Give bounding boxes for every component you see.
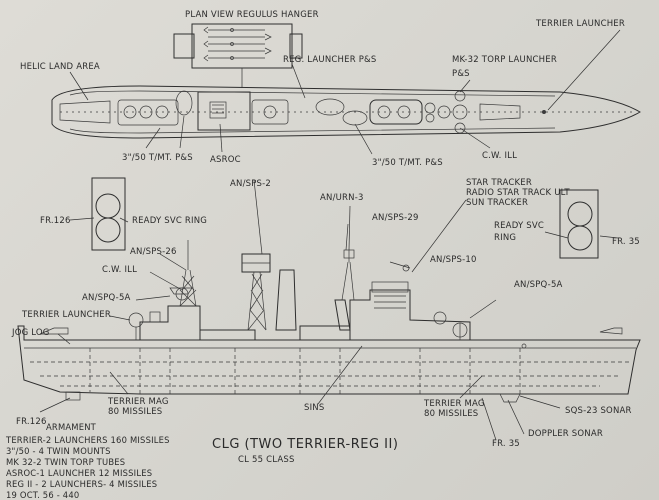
armament-heading: ARMAMENT bbox=[46, 422, 97, 432]
label-terrier-launcher-side: TERRIER LAUNCHER bbox=[21, 310, 111, 320]
label-asroc: ASROC bbox=[210, 155, 241, 165]
hull-profile-view bbox=[17, 179, 641, 441]
label-doppler-sonar: DOPPLER SONAR bbox=[528, 429, 603, 439]
label-star-tracker-1: STAR TRACKER bbox=[466, 178, 532, 188]
drawing-title: CLG (TWO TERRIER-REG II) bbox=[212, 437, 398, 452]
drawing-date: 19 OCT. 56 - 440 bbox=[6, 490, 79, 500]
label-an-spq5a-left: AN/SPQ-5A bbox=[82, 293, 131, 303]
label-an-spq5a-right: AN/SPQ-5A bbox=[514, 280, 563, 290]
label-cw-ill-top: C.W. ILL bbox=[482, 151, 517, 161]
plan-view-title: PLAN VIEW REGULUS HANGER bbox=[185, 10, 319, 20]
label-terrier-mag-right-2: 80 MISSILES bbox=[424, 409, 478, 419]
label-cw-ill-side: C.W. ILL bbox=[102, 265, 137, 275]
label-gun-fwd: 3"/50 T/MT. P&S bbox=[122, 153, 193, 163]
label-mk32-line2: P&S bbox=[452, 69, 470, 79]
label-ready-svc-left: READY SVC RING bbox=[132, 216, 207, 226]
label-star-tracker-3: SUN TRACKER bbox=[466, 198, 528, 208]
hull-plan-view bbox=[51, 29, 641, 155]
label-ready-svc-right-1: READY SVC bbox=[494, 221, 544, 231]
label-mk32-line1: MK-32 TORP LAUNCHER bbox=[452, 55, 557, 65]
ready-svc-ring-left bbox=[69, 177, 129, 251]
label-reg-launcher: REG. LAUNCHER P&S bbox=[283, 55, 376, 65]
label-ready-svc-right-2: RING bbox=[494, 233, 516, 243]
armament-line-4: ASROC-1 LAUNCHER 12 MISSILES bbox=[6, 468, 152, 478]
label-fr35-right: FR. 35 bbox=[612, 237, 640, 247]
label-an-sps26: AN/SPS-26 bbox=[130, 247, 177, 257]
drawing-subtitle: CL 55 CLASS bbox=[238, 455, 295, 465]
ready-svc-ring-right bbox=[544, 189, 619, 259]
label-an-sps10: AN/SPS-10 bbox=[430, 255, 477, 265]
label-terrier-mag-right-1: TERRIER MAG bbox=[423, 399, 485, 409]
armament-line-1: TERRIER-2 LAUNCHERS 160 MISSILES bbox=[5, 435, 170, 445]
label-fr126-bottom: FR.126 bbox=[16, 417, 47, 427]
label-terrier-mag-left-2: 80 MISSILES bbox=[108, 407, 162, 417]
label-sqs23-sonar: SQS-23 SONAR bbox=[565, 406, 632, 416]
label-an-sps29: AN/SPS-29 bbox=[372, 213, 419, 223]
armament-block: ARMAMENT TERRIER-2 LAUNCHERS 160 MISSILE… bbox=[5, 422, 170, 500]
label-sins: SINS bbox=[304, 403, 324, 413]
label-fr35-bottom: FR. 35 bbox=[492, 439, 520, 449]
armament-line-3: MK 32-2 TWIN TORP TUBES bbox=[6, 457, 125, 467]
regulus-hangar-plan: PLAN VIEW REGULUS HANGER bbox=[173, 10, 319, 88]
label-helic-land-area: HELIC LAND AREA bbox=[20, 62, 100, 72]
label-jog-log: JOG LOG bbox=[11, 328, 50, 338]
armament-line-2: 3"/50 - 4 TWIN MOUNTS bbox=[6, 446, 111, 456]
armament-line-5: REG II - 2 LAUNCHERS- 4 MISSILES bbox=[6, 479, 157, 489]
label-terrier-launcher-top: TERRIER LAUNCHER bbox=[535, 19, 625, 29]
label-terrier-mag-left-1: TERRIER MAG bbox=[107, 397, 169, 407]
label-an-sps2: AN/SPS-2 bbox=[230, 179, 271, 189]
label-fr126-top: FR.126 bbox=[40, 216, 71, 226]
label-star-tracker-2: RADIO STAR TRACK ULT bbox=[466, 188, 570, 198]
label-gun-aft: 3"/50 T/MT. P&S bbox=[372, 158, 443, 168]
label-an-urn3: AN/URN-3 bbox=[320, 193, 364, 203]
